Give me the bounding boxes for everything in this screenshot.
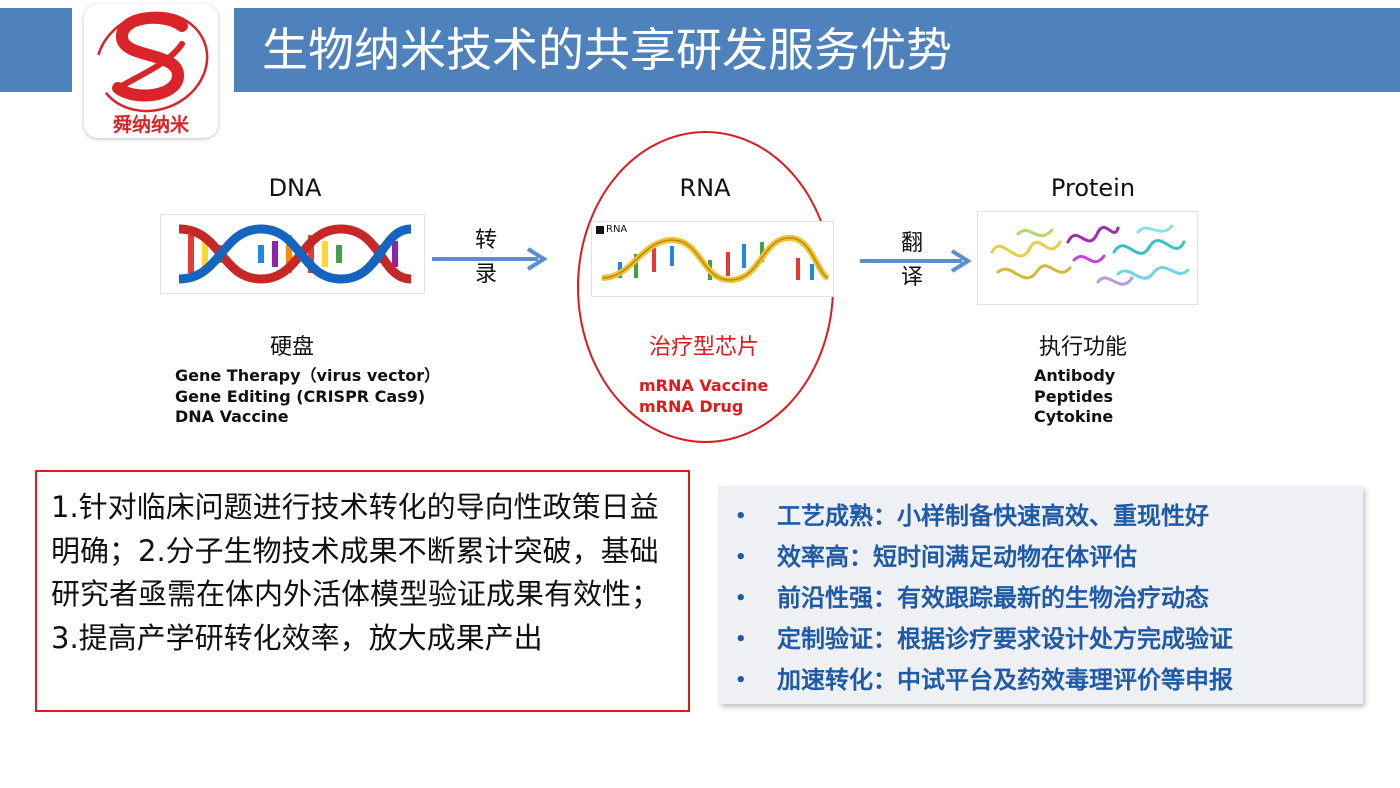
advantages-box: • 工艺成熟：小样制备快速高效、重现性好 • 效率高：短时间满足动物在体评估 • 前沿… [719,486,1363,704]
list-item: Cytokine [1034,407,1114,426]
dna-helix-image [160,214,425,294]
translation-label: 翻 译 [892,227,932,295]
bullet-icon: • [735,547,747,568]
list-item: • 前沿性强：有效跟踪最新的生物治疗动态 [719,578,1363,619]
header-bar-left [0,8,72,92]
policy-text-box: 1.针对临床问题进行技术转化的导向性政策日益明确；2.分子生物技术成果不断累计突… [35,470,690,712]
protein-structure-icon [990,224,1190,286]
bullet-icon: • [735,506,747,527]
list-item: • 工艺成熟：小样制备快速高效、重现性好 [719,496,1363,537]
dna-helix-icon [178,224,412,284]
advantage-text: 定制验证：根据诊疗要求设计处方完成验证 [777,625,1233,653]
dna-item-list: Gene Therapy（virus vector） Gene Editing … [175,366,440,428]
advantage-text: 效率高：短时间满足动物在体评估 [777,543,1137,571]
protein-structure-image [977,211,1198,305]
advantage-text: 工艺成熟：小样制备快速高效、重现性好 [777,502,1209,530]
rna-heading: RNA [679,174,731,202]
list-item: Gene Therapy（virus vector） [175,366,441,385]
header-bar [234,8,1400,92]
rna-image-caption: RNA [596,224,627,235]
bullet-icon: • [735,588,747,609]
protein-item-list: Antibody Peptides Cytokine [1034,366,1115,428]
transcription-label-char: 转 [474,228,497,253]
list-item: • 定制验证：根据诊疗要求设计处方完成验证 [719,619,1363,660]
advantage-text: 前沿性强：有效跟踪最新的生物治疗动态 [777,584,1209,612]
logo-s-icon [95,11,209,113]
advantages-list: • 工艺成熟：小样制备快速高效、重现性好 • 效率高：短时间满足动物在体评估 • 前沿… [719,486,1363,701]
transcription-label-char: 录 [474,262,497,287]
list-item: Gene Editing (CRISPR Cas9) [175,386,426,406]
list-item: Antibody [1034,366,1116,385]
list-item: mRNA Vaccine [639,376,769,395]
arrow-right-icon [432,247,548,271]
rna-item-list: mRNA Vaccine mRNA Drug [639,376,768,417]
protein-heading: Protein [1050,174,1136,202]
dna-subtitle: 硬盘 [269,335,314,360]
bullet-icon: • [735,629,747,650]
translation-label-char: 翻 [900,231,923,256]
advantage-text: 加速转化：中试平台及药效毒理评价等申报 [777,666,1233,694]
translation-label-char: 译 [900,265,923,290]
list-item: • 加速转化：中试平台及药效毒理评价等申报 [719,660,1363,701]
rna-subtitle: 治疗型芯片 [648,335,759,360]
rna-strand-icon [601,235,830,283]
company-logo: 舜纳纳米 [84,4,218,138]
rna-image-label: RNA [606,224,628,235]
protein-subtitle: 执行功能 [1038,335,1127,360]
arrow-right-icon [860,249,972,273]
policy-text: 1.针对临床问题进行技术转化的导向性政策日益明确；2.分子生物技术成果不断累计突… [51,490,661,655]
list-item: • 效率高：短时间满足动物在体评估 [719,537,1363,578]
list-item: DNA Vaccine [175,407,289,426]
list-item: Peptides [1034,386,1113,406]
bullet-icon: • [735,670,747,691]
slide-title: 生物纳米技术的共享研发服务优势 [262,23,952,77]
transcription-label: 转 录 [466,224,506,292]
rna-strand-image: RNA [591,221,834,297]
logo-text: 舜纳纳米 [112,114,189,136]
dna-heading: DNA [268,174,322,202]
list-item: mRNA Drug [639,396,744,416]
